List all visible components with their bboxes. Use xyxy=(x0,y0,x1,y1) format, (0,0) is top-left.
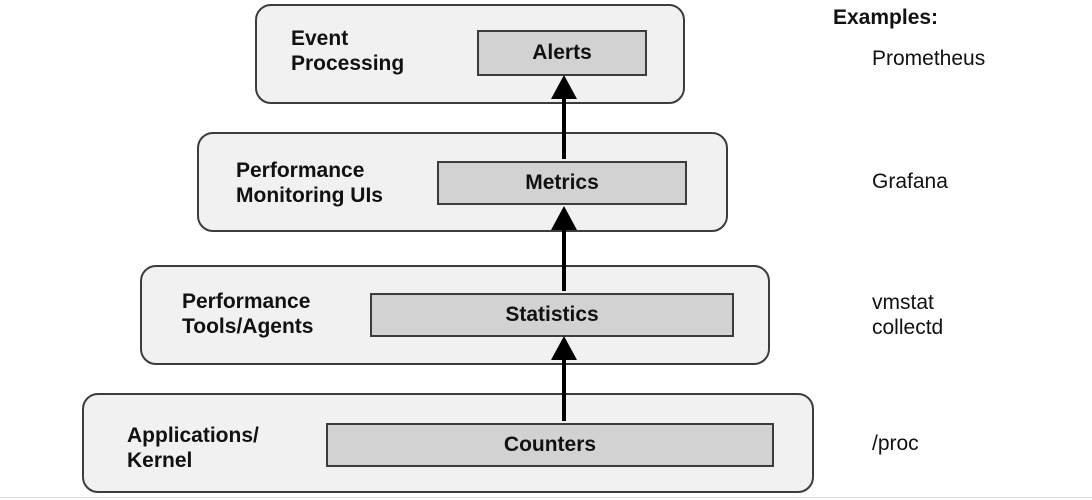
example-grafana: Grafana xyxy=(872,170,948,193)
tier-performance-monitoring-uis: Performance Monitoring UIs Metrics xyxy=(197,132,728,232)
tier-event-processing: Event Processing Alerts xyxy=(255,4,685,104)
tier-label-applications-kernel: Applications/ Kernel xyxy=(127,424,259,472)
alerts-box: Alerts xyxy=(477,30,647,76)
arrow-metrics-to-alerts xyxy=(551,75,577,159)
tier-performance-tools-agents: Performance Tools/Agents Statistics xyxy=(140,265,770,365)
example-proc: /proc xyxy=(872,432,919,455)
statistics-box: Statistics xyxy=(370,293,734,337)
tier-applications-kernel: Applications/ Kernel Counters xyxy=(82,393,814,493)
tier-label-event-processing: Event Processing xyxy=(291,27,405,75)
arrow-statistics-to-metrics xyxy=(551,206,577,291)
metrics-box: Metrics xyxy=(437,161,687,205)
counters-box: Counters xyxy=(326,423,774,467)
arrow-counters-to-statistics xyxy=(551,336,577,421)
example-prometheus: Prometheus xyxy=(872,47,986,70)
example-vmstat-collectd: vmstat collectd xyxy=(872,291,944,339)
bottom-divider xyxy=(0,497,1092,498)
examples-heading: Examples: xyxy=(833,6,939,29)
tier-label-performance-tools-agents: Performance Tools/Agents xyxy=(182,290,314,338)
tier-label-performance-monitoring-uis: Performance Monitoring UIs xyxy=(236,159,383,207)
